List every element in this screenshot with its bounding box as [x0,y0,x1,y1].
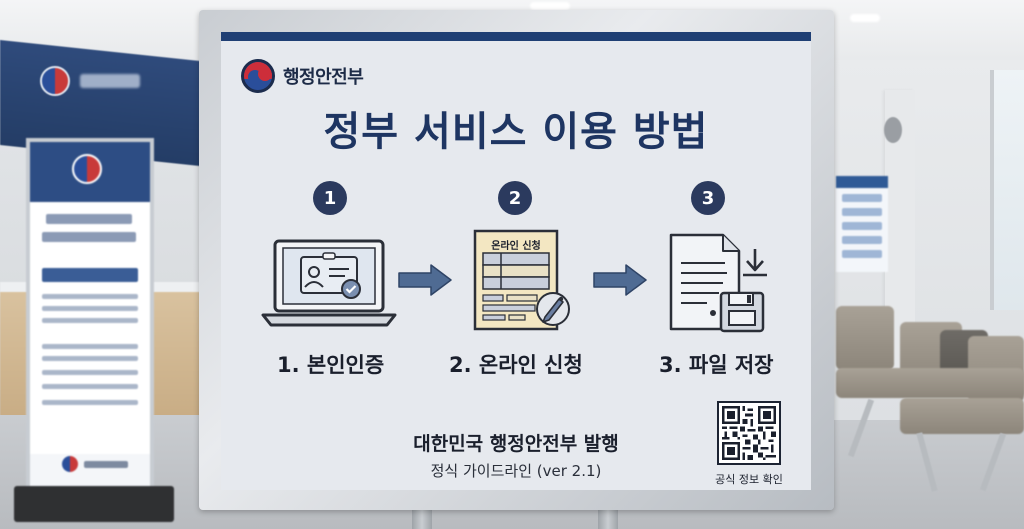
sign-post [598,508,618,529]
issuer-text: 대한민국 행정안전부 발행 [413,433,619,455]
banner-text [80,74,140,88]
ministry-name: 행정안전부 [283,67,364,88]
banner-logo [40,66,70,96]
right-poster [836,176,888,272]
waiting-chair [836,306,894,370]
arrow-right-icon [398,264,452,296]
standing-banner [26,138,154,510]
arrow-right-icon [593,264,647,296]
step-1-number: 1 [313,181,347,215]
step-2-label: 2. 온라인 신청 [449,353,583,377]
laptop-id-icon [261,239,397,327]
qr-code[interactable] [717,401,781,465]
sign-title: 정부 서비스 이용 방법 [323,109,709,155]
qr-code-icon [722,406,776,460]
qr-caption: 공식 정보 확인 [715,473,783,486]
ceiling-light [530,2,570,10]
waiting-chair-seat [900,398,1024,434]
taegeuk-emblem-icon [241,59,275,93]
guideline-version: 정식 가이드라인 (ver 2.1) [430,462,602,480]
guide-sign: 행정안전부 정부 서비스 이용 방법 1 2 3 온라 [221,32,811,490]
window [990,70,1024,310]
form-title: 온라인 신청 [491,241,541,252]
waiting-chair-seat [836,368,1024,398]
step-3-label: 3. 파일 저장 [659,353,774,377]
step-2-number: 2 [498,181,532,215]
banner-base [14,486,174,522]
application-form-icon [473,229,570,331]
document-save-icon [669,233,767,333]
step-1-label: 1. 본인인증 [277,353,385,377]
step-3-number: 3 [691,181,725,215]
ceiling-light [850,14,880,22]
accent-stripe [517,32,811,41]
wall-clock [884,117,902,143]
sign-post [412,508,432,529]
ministry-header: 행정안전부 [241,59,364,93]
